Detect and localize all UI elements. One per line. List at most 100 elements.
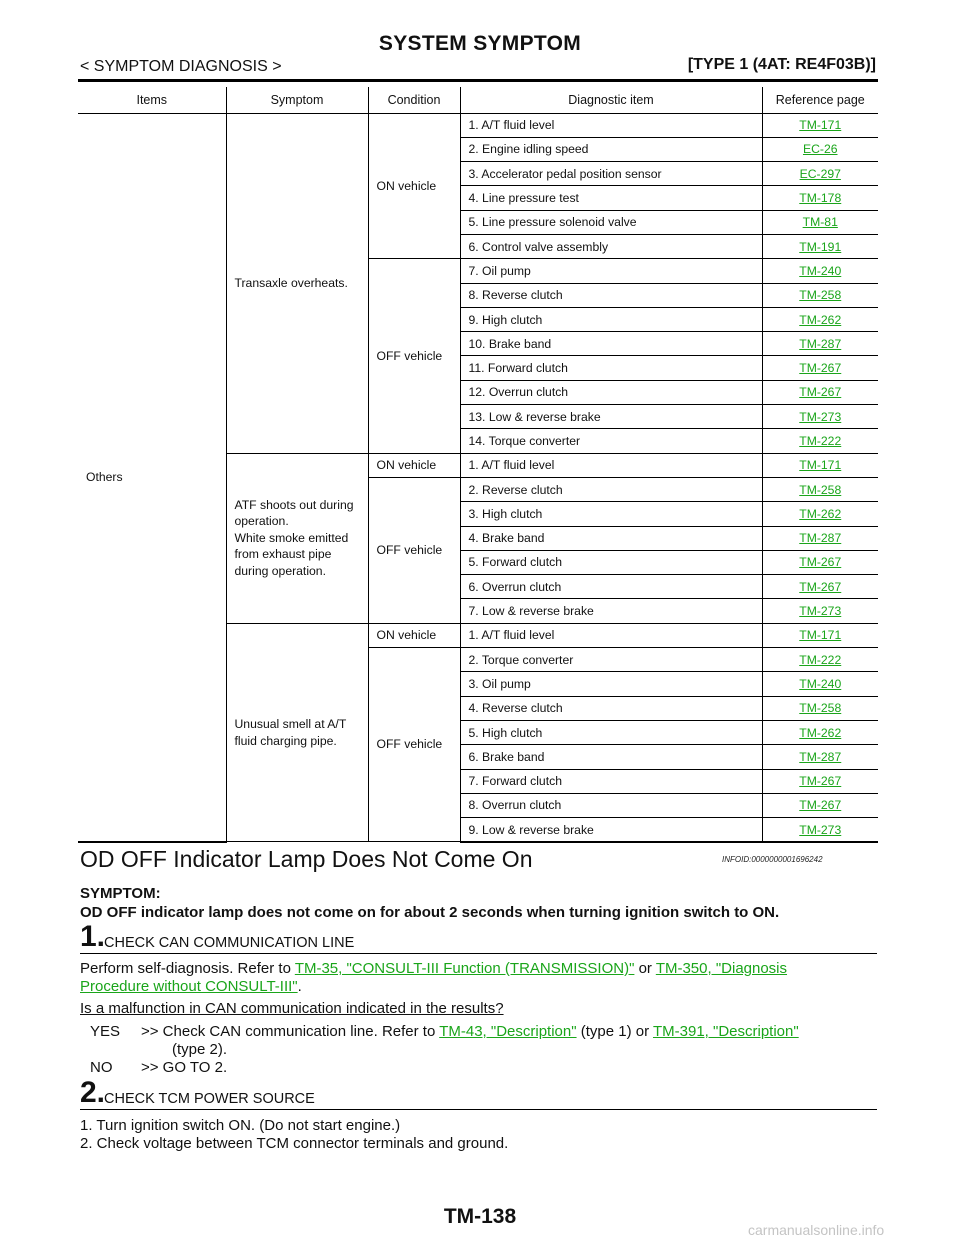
reference-page-cell: TM-191 [761, 234, 878, 260]
diagnostic-item-cell: 3. Accelerator pedal position sensor [459, 161, 762, 187]
diagnostic-item-cell: 6. Overrun clutch [459, 574, 762, 600]
reference-link[interactable]: TM-287 [799, 531, 842, 546]
symptom-cell: ATF shoots out during operation. White s… [225, 453, 368, 624]
yes-text-a: >> Check CAN communication line. Refer t… [141, 1023, 440, 1040]
reference-link[interactable]: TM-267 [799, 579, 842, 594]
reference-page-cell: TM-258 [761, 696, 878, 721]
reference-link[interactable]: TM-171 [799, 628, 842, 643]
condition-cell: ON vehicle [367, 623, 460, 649]
link-tm-43[interactable]: TM-43, "Description" [439, 1023, 577, 1040]
step-2-number: 2. [80, 1076, 106, 1109]
reference-page-cell: TM-273 [761, 598, 878, 624]
diagnostic-item-cell: 2. Reverse clutch [459, 477, 762, 503]
reference-link[interactable]: TM-222 [799, 434, 842, 448]
reference-link[interactable]: TM-262 [799, 506, 842, 521]
header-condition: Condition [367, 87, 460, 114]
reference-link[interactable]: TM-171 [799, 458, 842, 473]
breadcrumb: < SYMPTOM DIAGNOSIS > [80, 58, 282, 75]
link-tm-350-cont[interactable]: Procedure without CONSULT-III" [80, 978, 298, 995]
reference-link[interactable]: EC-297 [799, 166, 841, 181]
diagnostic-item-cell: 8. Overrun clutch [459, 793, 762, 819]
diagnostic-item-cell: 6. Brake band [459, 744, 762, 770]
section-title: OD OFF Indicator Lamp Does Not Come On [80, 846, 533, 872]
diagnostic-item-cell: 3. High clutch [459, 501, 762, 527]
diagnostic-item-cell: 13. Low & reverse brake [459, 404, 762, 430]
diagnostic-item-cell: 2. Torque converter [459, 647, 762, 673]
reference-link[interactable]: TM-240 [799, 676, 842, 691]
header-diagnostic-item: Diagnostic item [459, 87, 762, 114]
reference-page-cell: TM-171 [761, 623, 878, 649]
reference-link[interactable]: TM-267 [799, 361, 842, 376]
reference-link[interactable]: TM-262 [799, 725, 842, 740]
condition-cell: ON vehicle [367, 113, 460, 260]
reference-link[interactable]: TM-222 [799, 652, 842, 667]
diagnostic-item-cell: 1. A/T fluid level [459, 623, 762, 649]
link-tm-350[interactable]: TM-350, "Diagnosis [655, 960, 788, 977]
answer-no-key: NO [90, 1059, 113, 1076]
table-row: 3. High clutch TM-262 [78, 501, 878, 527]
diagnostic-item-cell: 12. Overrun clutch [459, 380, 762, 406]
reference-link[interactable]: EC-26 [802, 142, 838, 157]
reference-page-cell: TM-287 [761, 744, 878, 770]
diagnostic-item-cell: 8. Reverse clutch [459, 283, 762, 308]
link-tm-35[interactable]: TM-35, "CONSULT-III Function (TRANSMISSI… [294, 960, 635, 977]
header-items: Items [78, 87, 226, 114]
transmission-type-label: [TYPE 1 (4AT: RE4F03B)] [687, 56, 876, 73]
answer-yes-cont: (type 2). [172, 1041, 228, 1058]
diagnostic-item-cell: 5. Line pressure solenoid valve [459, 210, 762, 235]
diagnostic-item-cell: 5. High clutch [459, 720, 762, 746]
reference-link[interactable]: TM-287 [799, 749, 842, 764]
diagnostic-item-cell: 7. Forward clutch [459, 769, 762, 794]
table-row: 8. Reverse clutch TM-258 [78, 283, 878, 308]
table-row: 11. Forward clutch TM-267 [78, 355, 878, 381]
diagnostic-item-cell: 4. Brake band [459, 526, 762, 551]
reference-link[interactable]: TM-273 [799, 822, 842, 837]
reference-page-cell: TM-81 [761, 210, 878, 235]
page-title: SYSTEM SYMPTOM [378, 32, 582, 55]
step-1-number: 1. [80, 920, 106, 953]
reference-page-cell: TM-262 [761, 307, 878, 333]
reference-link[interactable]: TM-267 [799, 555, 842, 570]
symptom-cell: Unusual smell at A/T fluid charging pipe… [225, 623, 368, 843]
reference-link[interactable]: TM-258 [799, 288, 842, 303]
reference-link[interactable]: TM-258 [799, 701, 842, 716]
reference-link[interactable]: TM-240 [799, 263, 842, 278]
table-row: 3. Accelerator pedal position sensor EC-2… [78, 161, 878, 187]
reference-link[interactable]: TM-171 [799, 118, 842, 133]
reference-link[interactable]: TM-267 [799, 385, 842, 400]
reference-link[interactable]: TM-81 [802, 215, 838, 230]
reference-page-cell: TM-258 [761, 477, 878, 503]
table-row: 13. Low & reverse brake TM-273 [78, 404, 878, 430]
reference-link[interactable]: TM-273 [799, 409, 842, 424]
reference-page-cell: TM-287 [761, 331, 878, 357]
step-1-text-c: . [297, 978, 302, 995]
diagnostic-item-cell: 11. Forward clutch [459, 355, 762, 381]
diagnostic-item-cell: 6. Control valve assembly [459, 234, 762, 260]
link-tm-391[interactable]: TM-391, "Description" [652, 1023, 799, 1040]
step-1-title: CHECK CAN COMMUNICATION LINE [104, 935, 355, 951]
reference-link[interactable]: TM-273 [799, 604, 842, 619]
reference-link[interactable]: TM-287 [799, 336, 842, 351]
reference-page-cell: EC-26 [761, 137, 878, 163]
reference-link[interactable]: TM-258 [799, 482, 842, 497]
step-1-heading: 1. CHECK CAN COMMUNICATION LINE [80, 920, 877, 954]
reference-link[interactable]: TM-267 [799, 798, 842, 813]
diagnostic-item-cell: 9. Low & reverse brake [459, 817, 762, 843]
condition-cell: ON vehicle [367, 453, 460, 478]
reference-link[interactable]: TM-191 [799, 239, 842, 254]
reference-link[interactable]: TM-262 [799, 312, 842, 327]
reference-page-cell: TM-273 [761, 817, 878, 843]
reference-link[interactable]: TM-267 [799, 774, 842, 789]
reference-page-cell: TM-178 [761, 185, 878, 211]
step-1-question: Is a malfunction in CAN communication in… [80, 1000, 504, 1017]
reference-link[interactable]: TM-178 [799, 191, 842, 206]
table-row: 5. Line pressure solenoid valve TM-81 [78, 210, 878, 235]
diagnostic-item-cell: 2. Engine idling speed [459, 137, 762, 163]
condition-cell: OFF vehicle [367, 258, 460, 454]
reference-page-cell: TM-222 [761, 428, 878, 454]
table-row: Unusual smell at A/T fluid charging pipe… [78, 623, 878, 843]
